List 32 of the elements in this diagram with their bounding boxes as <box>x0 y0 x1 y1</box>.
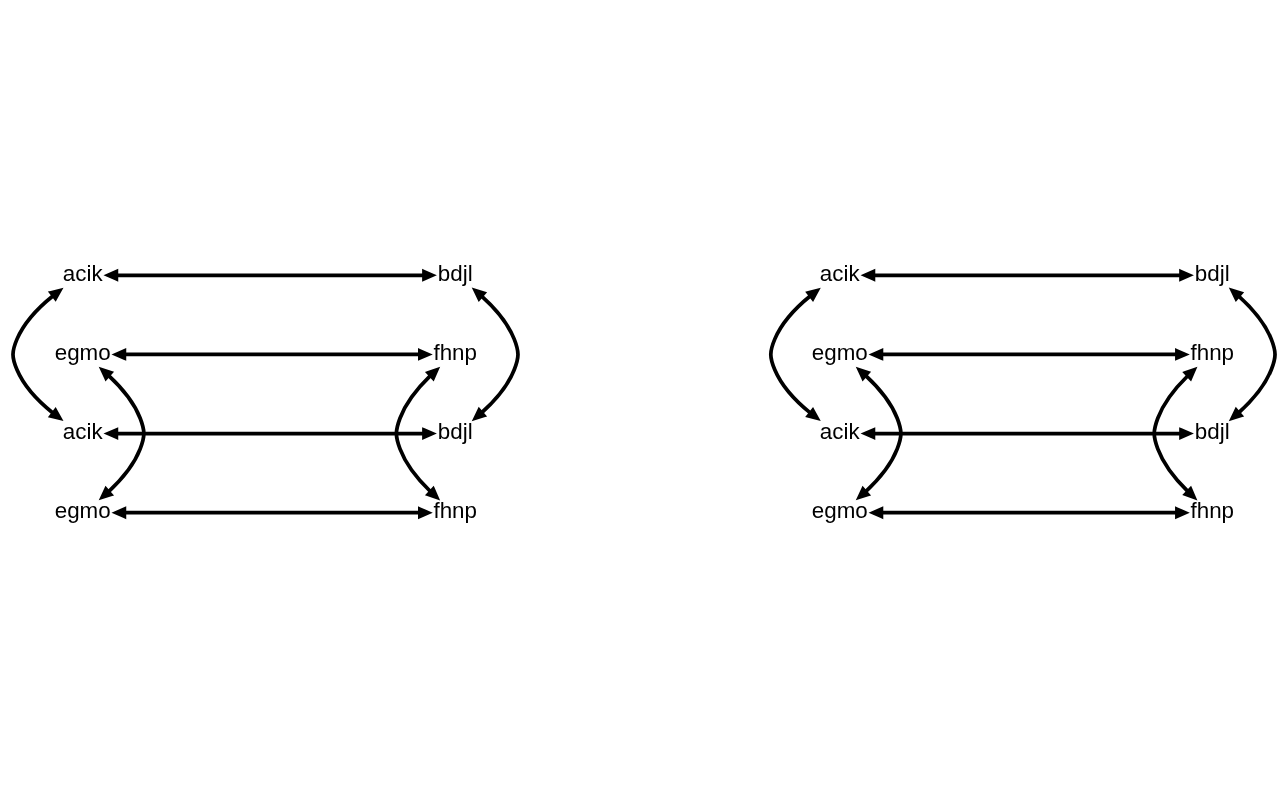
node-text: acik <box>62 260 103 286</box>
arrow <box>868 505 1190 519</box>
arrow <box>111 505 433 519</box>
node-text: bdjl <box>1194 260 1230 286</box>
node-text: acik <box>819 260 860 286</box>
node-text: egmo <box>811 339 868 365</box>
arrow <box>103 426 437 440</box>
arrow <box>1152 366 1198 500</box>
arrow <box>1228 287 1277 421</box>
arrow <box>98 366 146 500</box>
node-text: egmo <box>54 497 111 523</box>
node-text: egmo <box>54 339 111 365</box>
arrow <box>394 366 441 500</box>
arrow <box>11 287 64 421</box>
node-text: egmo <box>811 497 868 523</box>
node-text: bdjl <box>437 260 473 286</box>
arrow <box>855 366 903 500</box>
node-text: acik <box>62 418 103 444</box>
node-text: bdjl <box>437 418 473 444</box>
arrow <box>769 287 821 421</box>
node-text: fhnp <box>433 497 478 523</box>
arrow <box>103 268 437 282</box>
node-text: fhnp <box>1190 339 1235 365</box>
arrow <box>860 268 1194 282</box>
node-text: bdjl <box>1194 418 1230 444</box>
arrow <box>471 287 520 421</box>
arrow <box>868 347 1190 361</box>
node-text: acik <box>819 418 860 444</box>
arrow <box>860 426 1194 440</box>
arrow <box>111 347 433 361</box>
node-text: fhnp <box>433 339 478 365</box>
node-text: fhnp <box>1190 497 1235 523</box>
